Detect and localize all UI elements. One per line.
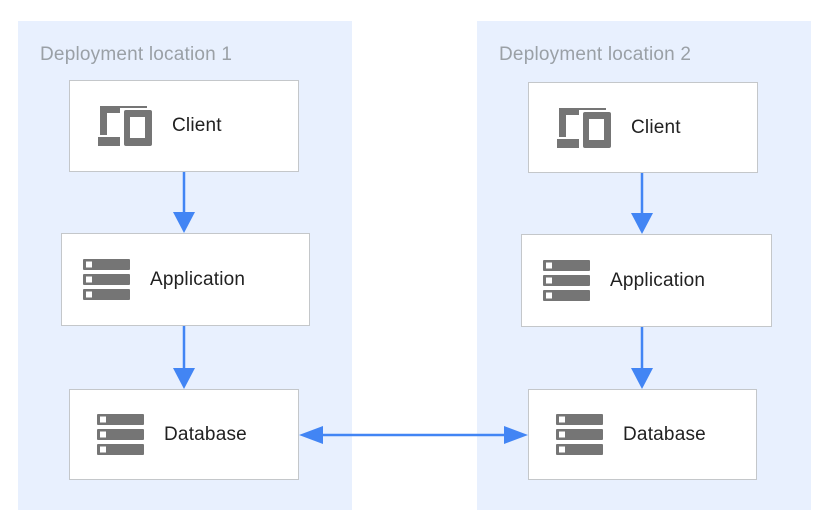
node-database-1: Database — [69, 389, 299, 480]
devices-icon — [97, 106, 152, 146]
node-label: Database — [164, 423, 247, 445]
node-application-2: Application — [521, 234, 772, 327]
node-client-2: Client — [528, 82, 758, 173]
node-label: Application — [610, 269, 706, 291]
node-label: Database — [623, 423, 706, 445]
server-stack-icon — [97, 414, 144, 455]
node-label: Application — [150, 268, 246, 290]
zone-1-label: Deployment location 1 — [40, 44, 233, 65]
node-client-1: Client — [69, 80, 299, 172]
server-stack-icon — [543, 260, 590, 301]
node-label: Client — [631, 116, 681, 138]
node-label: Client — [172, 115, 222, 136]
devices-icon — [556, 107, 611, 148]
server-stack-icon — [83, 259, 130, 300]
server-stack-icon — [556, 414, 603, 455]
zone-2-label: Deployment location 2 — [499, 44, 692, 65]
node-application-1: Application — [61, 233, 310, 326]
node-database-2: Database — [528, 389, 757, 480]
